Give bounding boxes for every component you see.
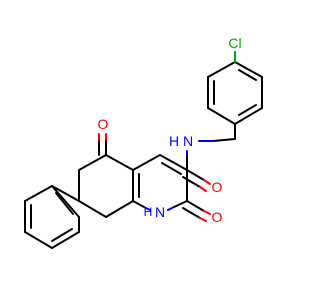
amide-h-label: H (169, 133, 179, 149)
molecule-structure: Cl N H O N H O (24, 35, 263, 249)
cyclohexanone-ring (78, 154, 134, 218)
lactam-co-bond-a (186, 200, 205, 212)
amide-co-bond-b (203, 179, 211, 185)
amide-o-label: O (212, 179, 223, 195)
phenyl-link-bond (51, 185, 80, 202)
chlorine-label: Cl (228, 35, 241, 51)
pyridinone-ring (132, 154, 188, 211)
amide-co-bond-a (186, 169, 205, 181)
lactam-co-bond-b (203, 210, 211, 215)
amide-n-label: N (183, 133, 193, 149)
chlorophenyl-ring (207, 61, 263, 125)
ring-n-label: N (155, 204, 165, 220)
phenyl-ring (24, 185, 80, 249)
amide-co-bond-d (199, 186, 207, 192)
lactam-co-bond-d (199, 217, 207, 222)
ring-h-label: H (144, 205, 153, 219)
lactam-co-bond-c (182, 207, 201, 219)
amide-co-bond-c (182, 176, 201, 188)
ketone-o-label: O (98, 116, 109, 132)
lactam-o-label: O (212, 209, 223, 225)
ch2-n-bond (212, 138, 236, 142)
